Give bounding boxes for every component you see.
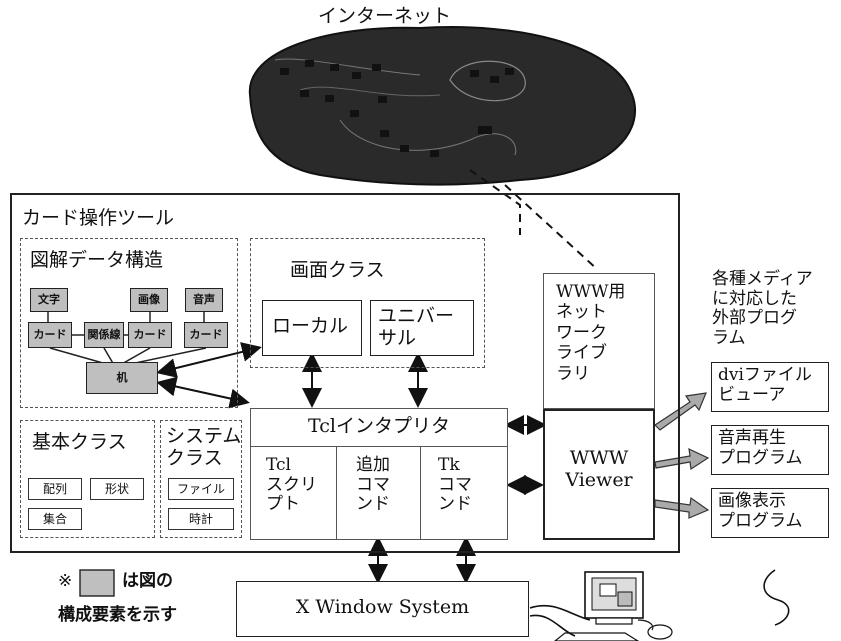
basic-shape: 形状 xyxy=(90,478,144,500)
audio-player-label: 音声再生 プログラム xyxy=(718,429,803,468)
element-relation-line: 関係線 xyxy=(84,322,124,348)
element-image: 画像 xyxy=(130,288,168,312)
element-text: 文字 xyxy=(30,288,68,312)
www-library-label: WWW用 ネット ワーク ライブ ラリ xyxy=(556,282,625,384)
system-class-label: システム クラス xyxy=(166,426,241,470)
computer-illustration xyxy=(530,572,672,641)
image-display-label: 画像表示 プログラム xyxy=(718,492,803,531)
element-card-1: カード xyxy=(28,322,72,348)
www-viewer-label: WWW Viewer xyxy=(543,448,655,492)
card-tool-label: カード操作ツール xyxy=(22,208,174,230)
tcl-divider-v1 xyxy=(336,446,337,540)
added-command-label: 追加 コマ ンド xyxy=(356,456,390,515)
legend-swatch xyxy=(80,570,114,596)
diagram-structure-label: 図解データ構造 xyxy=(30,250,163,272)
universal-label: ユニバー サル xyxy=(378,306,454,350)
tcl-script-label: Tcl スクリ プト xyxy=(266,456,317,515)
tk-command-label: Tk コマ ンド xyxy=(438,456,472,515)
system-file: ファイル xyxy=(168,478,234,500)
basic-array: 配列 xyxy=(28,478,82,500)
basic-class-label: 基本クラス xyxy=(32,432,127,454)
internet-cloud xyxy=(250,27,635,185)
media-label: 各種メディア に対応した 外部プログ ラム xyxy=(712,270,813,348)
legend-text-2: 構成要素を示す xyxy=(58,606,177,626)
internet-label: インターネット xyxy=(318,6,451,28)
tcl-divider-h xyxy=(250,446,508,447)
tcl-divider-v2 xyxy=(420,446,421,540)
x-window-label: X Window System xyxy=(236,597,529,619)
element-card-3: カード xyxy=(184,322,228,348)
squiggle xyxy=(764,570,789,625)
legend-mark: ※ xyxy=(58,572,72,592)
dvi-viewer-label: dviファイル ビューア xyxy=(718,366,812,405)
legend-text-1: は図の xyxy=(122,572,173,592)
local-label: ローカル xyxy=(272,316,348,338)
element-card-2: カード xyxy=(128,322,172,348)
screen-class-label: 画面クラス xyxy=(290,260,385,282)
tcl-interpreter-label: Tclインタプリタ xyxy=(250,416,508,438)
system-clock: 時計 xyxy=(168,508,234,530)
element-audio: 音声 xyxy=(185,288,223,312)
element-desk: 机 xyxy=(86,362,158,394)
basic-set: 集合 xyxy=(28,508,82,530)
